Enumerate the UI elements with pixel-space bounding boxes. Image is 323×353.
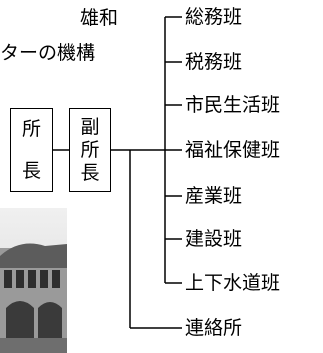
dept-tax: 税務班 (185, 51, 243, 73)
dept-civic-life: 市民生活班 (185, 94, 281, 116)
deputy-char1: 副 (80, 116, 100, 138)
deputy-char3: 長 (80, 162, 100, 184)
director-char1: 所 (21, 118, 41, 140)
director-box: 所 長 (10, 108, 53, 192)
dept-liaison-office: 連絡所 (185, 317, 243, 339)
building-photo (0, 208, 67, 353)
dept-industry: 産業班 (185, 185, 243, 207)
dept-construction: 建設班 (185, 228, 243, 250)
dept-water-sewer: 上下水道班 (185, 272, 281, 294)
dept-welfare-health: 福祉保健班 (185, 139, 281, 161)
dept-general-affairs: 総務班 (185, 6, 243, 28)
deputy-director-box: 副 所 長 (69, 108, 111, 192)
header-line1: 雄和 (80, 7, 119, 29)
deputy-char2: 所 (80, 139, 100, 161)
header-line2: ターの機構 (0, 42, 96, 64)
director-char2: 長 (21, 160, 41, 182)
